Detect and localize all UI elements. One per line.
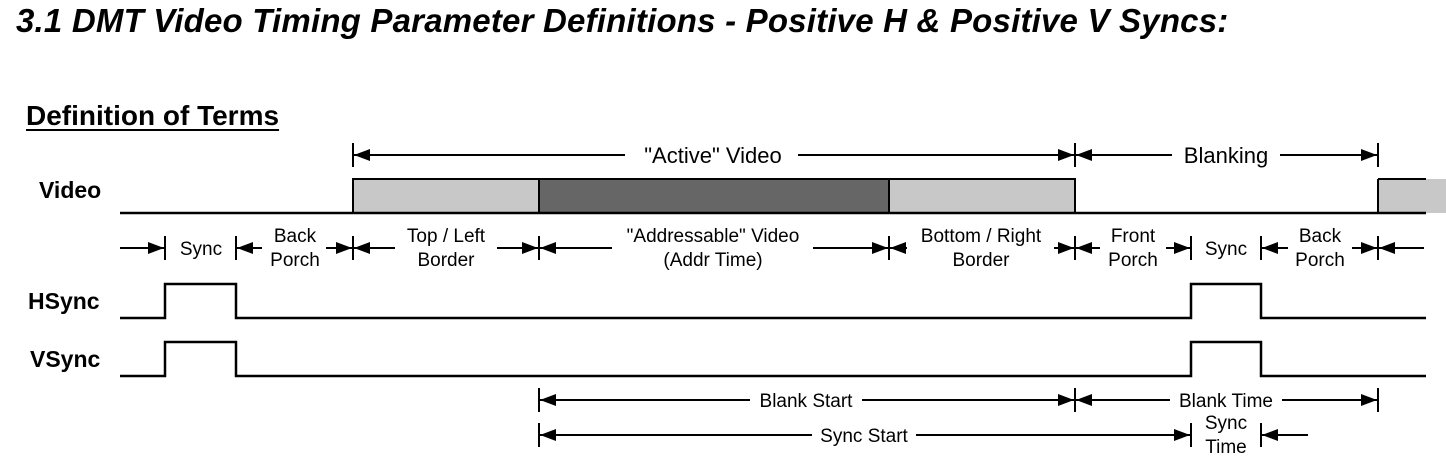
vsync-waveform	[120, 340, 1426, 378]
front-porch-label-2: Porch	[1108, 250, 1158, 271]
bottom-right-border-block	[888, 178, 1076, 214]
bottom-right-border-label-2: Border	[952, 250, 1010, 271]
blank-start-label: Blank Start	[760, 391, 854, 412]
blank-time-label: Blank Time	[1179, 391, 1273, 412]
sync-interval-label: Sync	[180, 239, 222, 260]
video-waveform	[120, 178, 1446, 215]
active-video-label: "Active" Video	[644, 143, 782, 168]
bottom-right-border-label-1: Bottom / Right	[921, 226, 1042, 247]
section-heading: Definition of Terms	[26, 100, 280, 131]
sync-start-label: Sync Start	[820, 426, 908, 447]
hsync-signal-label: HSync	[28, 288, 100, 314]
back-porch2-label-1: Back	[1299, 226, 1342, 247]
top-left-border-label-2: Border	[417, 250, 475, 271]
top-left-border-label-1: Top / Left	[407, 226, 486, 247]
addressable-video-label-1: "Addressable" Video	[627, 226, 800, 247]
sync-time-label-2: Time	[1205, 437, 1247, 458]
page-title: 3.1 DMT Video Timing Parameter Definitio…	[16, 2, 1229, 39]
top-span-row	[352, 143, 1379, 167]
sync-time-label-1: Sync	[1205, 413, 1247, 434]
vsync-signal-label: VSync	[30, 346, 101, 372]
interval-row	[120, 236, 1424, 260]
blanking-label: Blanking	[1184, 143, 1268, 168]
next-line-block	[1378, 179, 1446, 213]
hsync-waveform	[120, 282, 1426, 320]
back-porch-label-2: Porch	[270, 250, 320, 271]
bottom-span-rows	[538, 388, 1379, 447]
addressable-video-block	[538, 178, 890, 214]
back-porch2-label-2: Porch	[1295, 250, 1345, 271]
top-left-border-block	[352, 178, 540, 214]
front-porch-label-1: Front	[1111, 226, 1156, 247]
addressable-video-label-2: (Addr Time)	[663, 250, 762, 271]
back-porch-label-1: Back	[274, 226, 317, 247]
sync2-interval-label: Sync	[1205, 239, 1247, 260]
video-signal-label: Video	[39, 177, 101, 203]
